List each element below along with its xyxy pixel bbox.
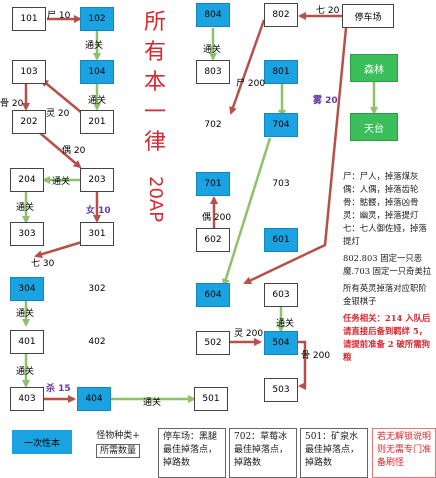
node-802: 802 xyxy=(264,3,298,27)
node-602: 602 xyxy=(196,228,230,252)
edge-label-tongguan-401-403: 通关 xyxy=(16,367,35,377)
unlock-note-box: 若无解锁说明则无需专门准备刷怪 xyxy=(372,428,436,478)
legend-line-1: 偶：人偶，掉落齿轮 xyxy=(343,184,419,194)
legend-line-0: 尸：尸人，掉落煤灰 xyxy=(343,171,419,181)
legend-line-3: 灵：幽灵，掉落提灯 xyxy=(343,210,419,220)
edge-label-tongguan-804-803: 通关 xyxy=(203,45,222,55)
edge-label-tongguan-603-504: 通关 xyxy=(276,319,295,329)
node-704: 704 xyxy=(264,113,298,137)
node-403: 403 xyxy=(10,387,44,411)
edge-parking-604 xyxy=(243,27,348,285)
node-202: 202 xyxy=(12,110,46,134)
title-char-2: 本 xyxy=(143,70,166,95)
edge-704-604 xyxy=(221,137,272,287)
node-803: 803 xyxy=(196,60,230,84)
edge-label-ling20: 灵 20 xyxy=(46,109,70,119)
edge-label-qi20: 七 20 xyxy=(316,6,340,16)
edge-301-304 xyxy=(34,240,83,259)
edge-202-203 xyxy=(39,132,82,169)
edge-label-nu10: 女 10 xyxy=(86,206,111,216)
node-703: 703 xyxy=(264,172,298,196)
node-parking: 停车场 xyxy=(342,4,394,28)
page-title: 所 有 本 一 律 20AP xyxy=(140,8,170,223)
node-204: 204 xyxy=(10,168,44,192)
node-601: 601 xyxy=(264,228,298,252)
edge-label-wu20: 雾 20 xyxy=(313,96,338,106)
legend-line-2: 骨：骷髅，掉落凶骨 xyxy=(343,197,419,207)
node-402: 402 xyxy=(80,330,114,354)
edge-504-503 xyxy=(298,340,307,390)
node-sky: 天台 xyxy=(350,113,398,141)
edge-label-gu200: 骨 200 xyxy=(301,351,331,361)
node-203: 203 xyxy=(80,168,114,192)
node-404: 404 xyxy=(77,387,111,411)
node-401: 401 xyxy=(10,330,44,354)
edge-label-tongguan-204-303: 通关 xyxy=(16,203,35,213)
edge-label-sha15: 杀 15 xyxy=(46,384,71,394)
legend: 尸：尸人，掉落煤灰 偶：人偶，掉落齿轮 骨：骷髅，掉落凶骨 灵：幽灵，掉落提灯 … xyxy=(343,170,435,368)
node-forest: 森林 xyxy=(350,54,398,82)
edge-label-tongguan-304-401: 通关 xyxy=(16,309,35,319)
node-101: 101 xyxy=(12,7,46,31)
legend-drop-note: 所有英灵掉落对应职阶金银棋子 xyxy=(343,283,427,306)
edge-label-shi200: 尸 200 xyxy=(236,79,266,89)
node-103: 103 xyxy=(12,60,46,84)
node-801: 801 xyxy=(264,60,298,84)
one-time-instance-tag: 一次性本 xyxy=(12,430,72,454)
node-303: 303 xyxy=(10,222,44,246)
title-char-4: 律 xyxy=(143,130,166,155)
edge-label-ling200: 灵 200 xyxy=(234,329,264,339)
drop-point-box-parking: 停车场：黑腿最佳掉落点，掉路数 xyxy=(158,428,226,478)
monster-type-line1: 怪物种类+ xyxy=(96,431,140,441)
title-number: 20AP xyxy=(145,176,166,223)
node-702: 702 xyxy=(196,113,230,137)
node-701: 701 xyxy=(196,172,230,196)
monster-type-line2: 所需数量 xyxy=(95,444,140,458)
monster-type-note: 怪物种类+ 所需数量 xyxy=(83,430,153,466)
edge-label-ou200: 偶 200 xyxy=(202,213,232,223)
edge-label-tongguan-203-204: 通关 xyxy=(52,177,71,187)
drop-point-box-702: 702：草莓冰最佳掉落点，掉路数 xyxy=(229,428,297,478)
edge-label-ou20: 偶 20 xyxy=(62,146,86,156)
edge-label-tongguan-102-104: 通关 xyxy=(85,41,104,51)
node-603: 603 xyxy=(264,283,298,307)
edge-802-702 xyxy=(229,19,266,115)
title-char-1: 有 xyxy=(143,40,166,65)
title-char-3: 一 xyxy=(143,100,166,125)
title-char-0: 所 xyxy=(143,10,166,35)
legend-fixed-note: 802.803 固定一只恶魔.703 固定一只奇美拉 xyxy=(343,253,432,276)
node-804: 804 xyxy=(196,3,230,27)
node-302: 302 xyxy=(80,277,114,301)
edge-label-tongguan-104-201: 通关 xyxy=(88,96,107,106)
node-503: 503 xyxy=(264,378,298,402)
edge-label-tongguan-404-501: 通关 xyxy=(143,398,162,408)
edge-label-qi30: 七 30 xyxy=(31,259,55,269)
node-201: 201 xyxy=(80,110,114,134)
node-104: 104 xyxy=(80,60,114,84)
drop-point-box-501: 501：矿泉水最佳掉落点，掉路数 xyxy=(300,428,368,478)
node-502: 502 xyxy=(196,331,230,355)
node-304: 304 xyxy=(10,277,44,301)
legend-line-4: 七：七人御佐娅，掉落提灯 xyxy=(343,223,427,246)
edge-label-gu20: 骨 20 xyxy=(0,99,24,109)
node-501: 501 xyxy=(194,387,228,411)
edge-201-103 xyxy=(40,78,83,114)
node-604: 604 xyxy=(196,283,230,307)
edge-label-shi10: 尸 10 xyxy=(47,11,71,21)
node-504: 504 xyxy=(264,331,298,355)
node-301: 301 xyxy=(80,222,114,246)
legend-task-note: 任务相关：214 入队后请直接后备到羁绊 5，请提前准备 2 破所需狗粮 xyxy=(343,313,431,362)
node-102: 102 xyxy=(80,7,114,31)
